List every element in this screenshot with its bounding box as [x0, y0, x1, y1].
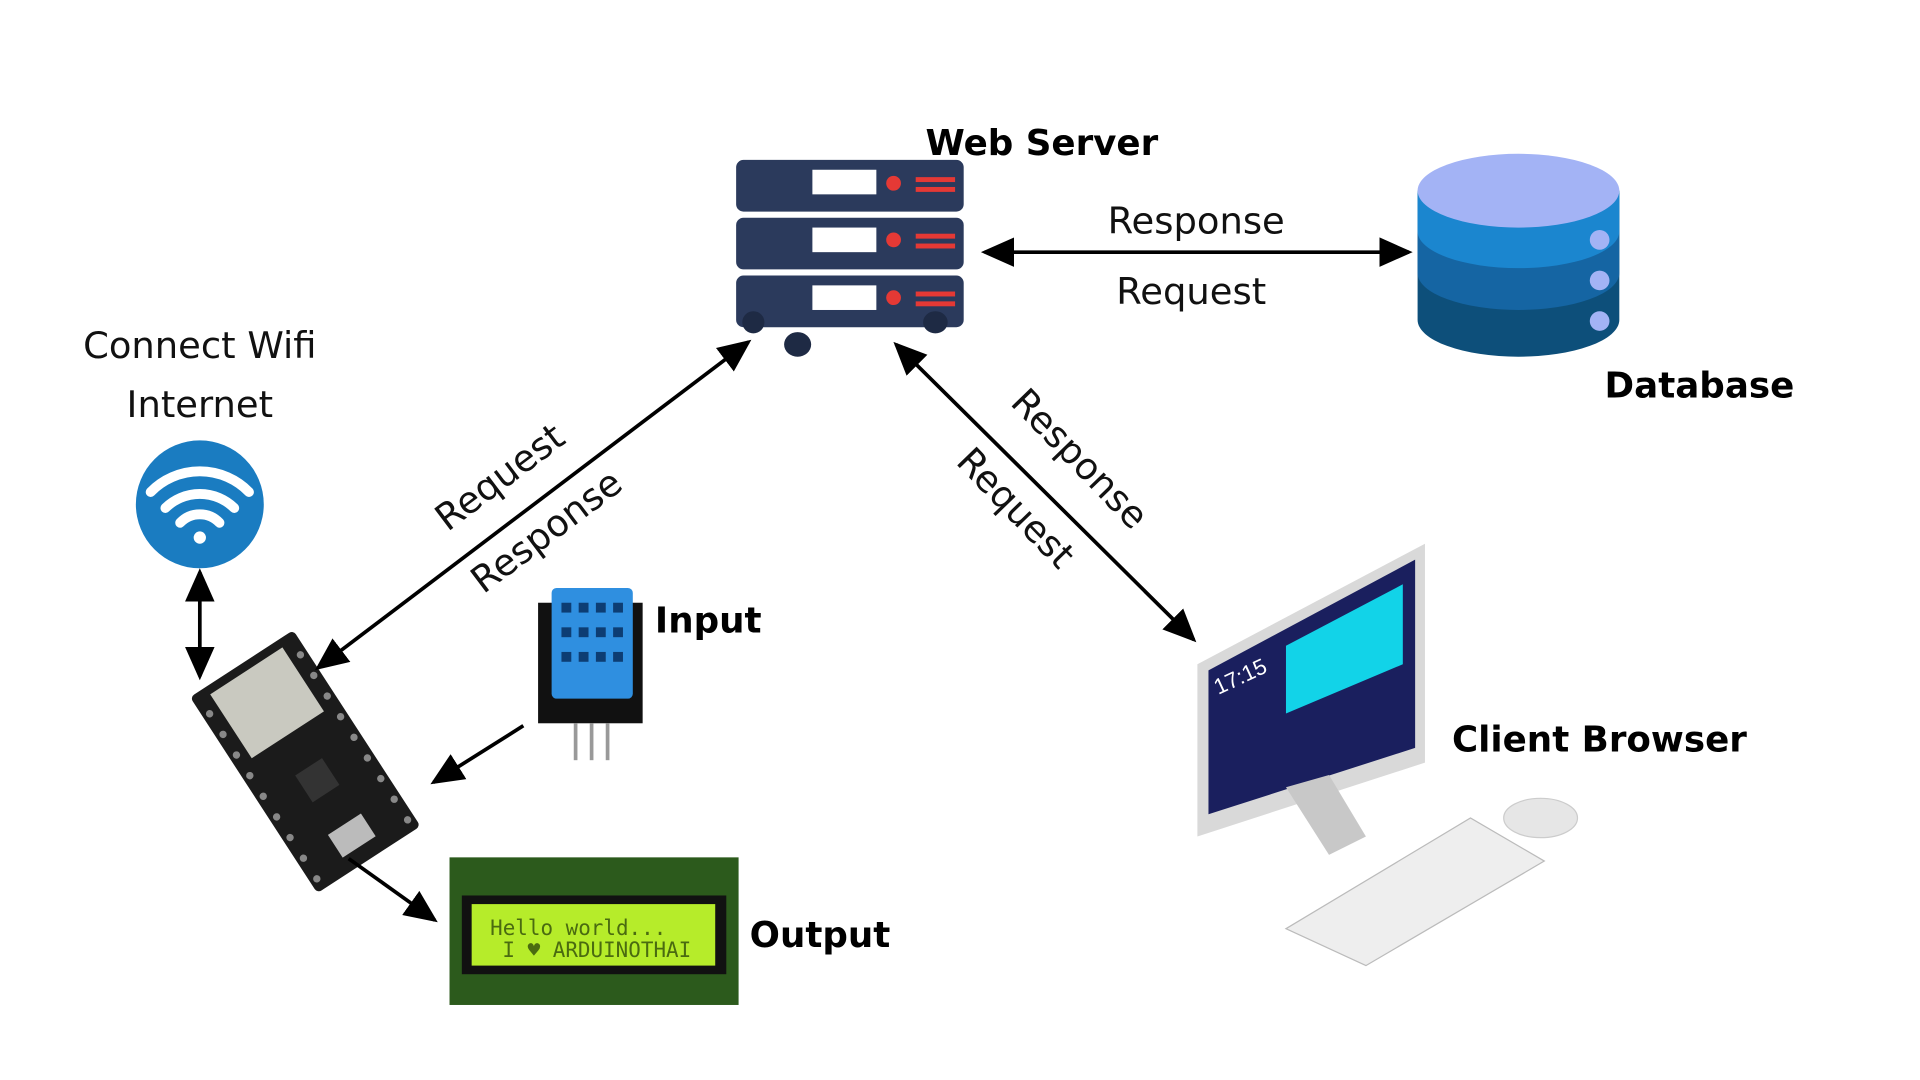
input-label: Input [655, 600, 762, 641]
wifi-label-line1: Connect Wifi [83, 324, 316, 367]
database-icon [1417, 153, 1620, 357]
server-client-arrow [893, 341, 1197, 643]
server-db-response-label: Response [1108, 200, 1285, 243]
wifi-label-line2: Internet [127, 383, 273, 426]
wifi-icon [135, 440, 264, 569]
server-db-request-label: Request [1116, 270, 1266, 313]
sensor-esp-arrow [430, 724, 525, 785]
desktop-computer-icon: 17:15 [1197, 543, 1579, 967]
dht-sensor-icon [538, 587, 643, 761]
output-label: Output [750, 915, 891, 956]
esp-server-arrow [314, 339, 752, 671]
web-server-icon [736, 159, 964, 357]
lcd-line2: I ♥ ARDUINOTHAI [502, 938, 691, 962]
mouse-icon [1503, 797, 1579, 839]
lcd-line1: Hello world... [490, 916, 666, 940]
esp-lcd-arrow [347, 857, 438, 923]
web-server-label: Web Server [926, 123, 1159, 164]
lcd-display: Hello world... I ♥ ARDUINOTHAI [449, 857, 739, 1005]
client-browser-label: Client Browser [1452, 720, 1747, 761]
database-label: Database [1605, 365, 1795, 406]
esp32-board-icon [191, 632, 419, 892]
